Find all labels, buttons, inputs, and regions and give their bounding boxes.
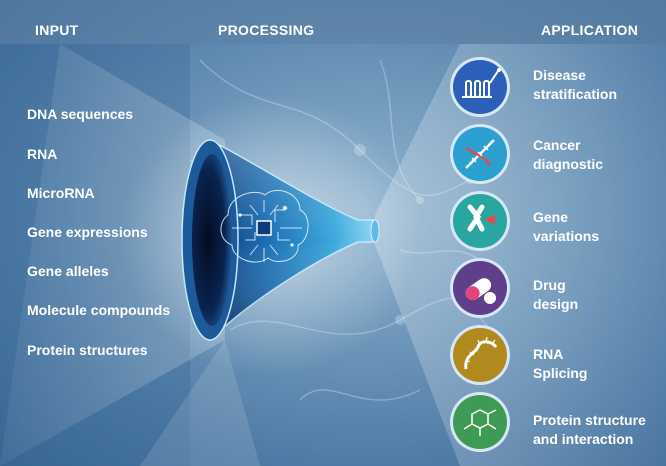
- application-disease-stratification: Disease stratification: [533, 66, 663, 104]
- application-label-line1: RNA: [533, 346, 564, 362]
- application-label-line1: Protein structure: [533, 412, 646, 428]
- header-bar: [0, 0, 666, 44]
- input-item: Gene alleles: [27, 263, 109, 279]
- header-input: INPUT: [35, 22, 79, 38]
- input-item: DNA sequences: [27, 106, 134, 122]
- application-label-line1: Disease: [533, 67, 586, 83]
- application-cancer-diagnostic: Cancer diagnostic: [533, 136, 663, 174]
- funnel: [181, 138, 380, 342]
- application-label-line2: stratification: [533, 86, 618, 102]
- application-label-line2: design: [533, 296, 579, 312]
- input-item: RNA: [27, 146, 58, 162]
- app-icons: [450, 57, 510, 452]
- input-item: Molecule compounds: [27, 302, 171, 318]
- application-rna-splicing: RNA Splicing: [533, 345, 663, 383]
- header-application: APPLICATION: [541, 22, 639, 38]
- application-label-line2: Splicing: [533, 365, 588, 381]
- application-label-line2: variations: [533, 228, 600, 244]
- application-drug-design: Drug design: [533, 276, 663, 314]
- application-label-line2: and interaction: [533, 431, 634, 447]
- application-label-line1: Drug: [533, 277, 566, 293]
- header-processing: PROCESSING: [218, 22, 315, 38]
- input-item: MicroRNA: [27, 185, 95, 201]
- application-protein-structure: Protein structure and interaction: [533, 411, 663, 449]
- input-item: Gene expressions: [27, 224, 148, 240]
- application-label-line2: diagnostic: [533, 156, 604, 172]
- ai-brain-chip-icon: [220, 190, 309, 263]
- application-gene-variations: Gene variations: [533, 208, 663, 246]
- application-label-line1: Gene: [533, 209, 569, 225]
- input-item: Protein structures: [27, 342, 148, 358]
- application-label-line1: Cancer: [533, 137, 581, 153]
